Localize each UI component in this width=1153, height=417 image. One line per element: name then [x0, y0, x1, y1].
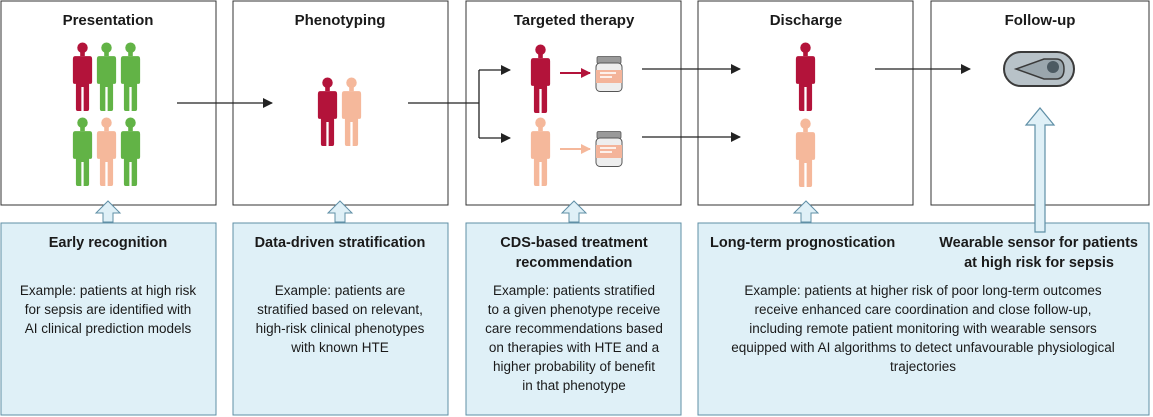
connector-arrow-prognostication	[792, 200, 820, 223]
stage-title-presentation: Presentation	[63, 12, 154, 29]
panel-long-term-follow-up	[697, 222, 1150, 416]
panel-text-line: trajectories	[890, 359, 956, 374]
panel-text-line: including remote patient monitoring with…	[749, 321, 1097, 336]
panel-text-line: high-risk clinical phenotypes	[256, 321, 425, 336]
panel-title-cds-line-1: CDS-based treatment	[500, 235, 648, 251]
panel-text-line: care recommendations based	[485, 321, 663, 336]
stage-box-discharge	[697, 0, 914, 206]
stage-title-follow-up: Follow-up	[1005, 12, 1076, 29]
panel-text-line: higher probability of benefit	[493, 359, 655, 374]
panel-title-early-recognition: Early recognition	[49, 235, 167, 251]
connector-arrow-early-recognition	[94, 200, 122, 223]
stage-title-discharge: Discharge	[770, 12, 843, 29]
wearable-sensor-icon	[1003, 51, 1075, 87]
panel-early-recognition	[0, 222, 217, 416]
connector-arrow-wearable-sensor	[1024, 107, 1056, 233]
stage-title-phenotyping: Phenotyping	[295, 12, 386, 29]
panel-text-line: Example: patients stratified	[493, 283, 655, 298]
panel-data-driven-stratification	[232, 222, 449, 416]
connector-arrow-stratification	[326, 200, 354, 223]
flow-branch-phenotyping-to-therapy	[408, 70, 480, 138]
panel-text-line: AI clinical prediction models	[25, 321, 192, 336]
stage-title-targeted-therapy: Targeted therapy	[514, 12, 635, 29]
panel-text-line: with known HTE	[290, 340, 389, 355]
panel-text-line: to a given phenotype receive	[488, 302, 661, 317]
stage-box-targeted-therapy	[465, 0, 682, 206]
panel-title-stratification: Data-driven stratification	[255, 235, 426, 251]
panel-title-prognostication: Long-term prognostication	[710, 235, 895, 251]
panel-text-line: in that phenotype	[522, 378, 626, 393]
medication-bottle-icon	[595, 56, 623, 92]
panel-text-line: for sepsis are identified with	[25, 302, 192, 317]
panel-text-line: Example: patients at higher risk of poor…	[744, 283, 1101, 298]
panel-title-wearable-line-1: Wearable sensor for patients	[939, 235, 1138, 251]
panel-title-wearable-line-2: at high risk for sepsis	[964, 255, 1114, 271]
panel-text-line: on therapies with HTE and a	[489, 340, 660, 355]
stage-box-follow-up	[930, 0, 1150, 206]
panel-text-line: equipped with AI algorithms to detect un…	[731, 340, 1115, 355]
panel-text-line: stratified based on relevant,	[257, 302, 423, 317]
panel-title-cds-line-2: recommendation	[516, 255, 633, 271]
medication-bottle-icon	[595, 131, 623, 167]
panel-text-line: receive enhanced care coordination and c…	[755, 302, 1092, 317]
panel-text-line: Example: patients at high risk	[20, 283, 197, 298]
panel-cds-treatment	[465, 222, 682, 416]
connector-arrow-cds-treatment	[560, 200, 588, 223]
panel-text-line: Example: patients are	[275, 283, 406, 298]
